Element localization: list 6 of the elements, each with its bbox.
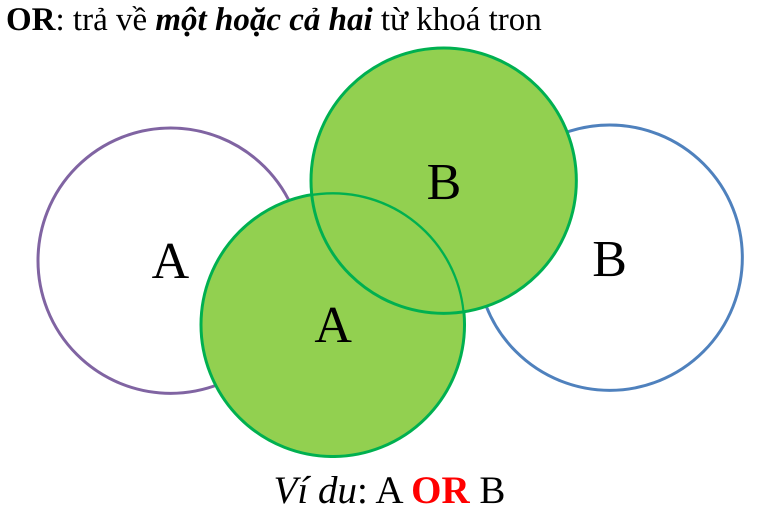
set-label: B	[426, 156, 462, 209]
set-label: A	[314, 300, 352, 352]
set-label: B	[592, 234, 627, 286]
set-label: A	[152, 236, 190, 288]
caption-text: Ví du: A OR B	[274, 468, 506, 514]
heading-text: OR: trả về một hoặc cả hai từ khoá tron	[6, 1, 542, 40]
